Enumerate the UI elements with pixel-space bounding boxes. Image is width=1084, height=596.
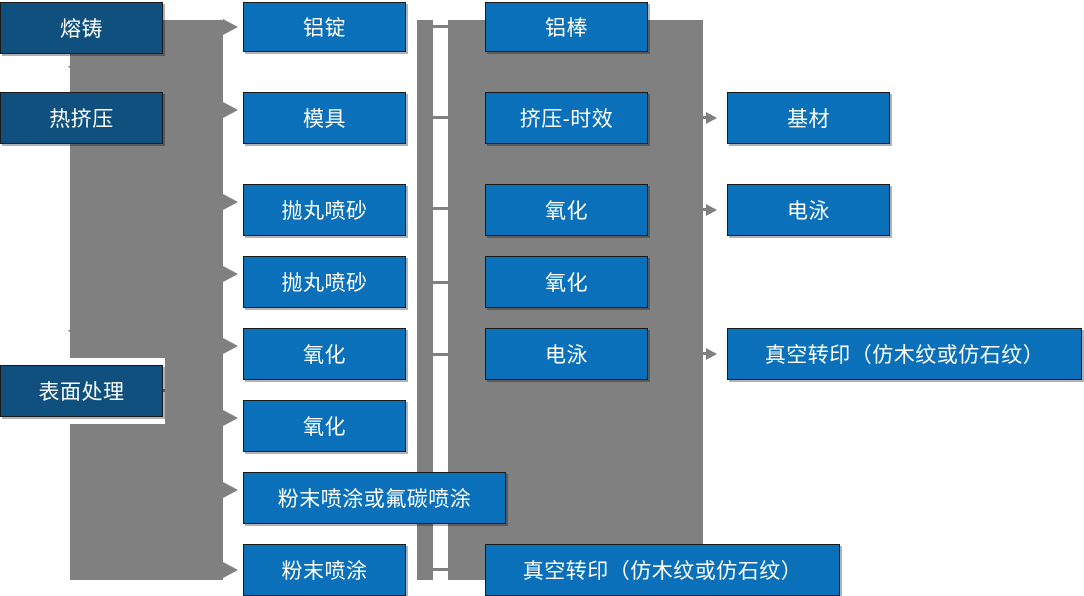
band-left-arrow-1 (223, 19, 238, 35)
band-mid-arrow-substrate (706, 112, 717, 124)
band-left-arrow-2 (223, 102, 238, 118)
process-label-shot-blasting-2: 抛丸喷砂 (281, 272, 368, 295)
process-box-aluminum-bar[interactable]: 铝棒 (485, 2, 648, 52)
surface-stage-stub (163, 389, 191, 392)
down-arrow-melting-to-extrude (68, 66, 86, 77)
result-label-electrophoresis: 电泳 (787, 200, 830, 223)
process-box-oxidation-1[interactable]: 氧化 (243, 328, 406, 380)
process-label-aluminum-ingot: 铝锭 (303, 17, 346, 40)
process-label-mold: 模具 (303, 108, 346, 131)
spine-rung-1 (433, 25, 453, 28)
process-box-mold[interactable]: 模具 (243, 92, 406, 144)
process-label-oxidation-4: 氧化 (545, 272, 588, 295)
stage-label-melting: 熔铸 (60, 18, 103, 41)
band-left-arrow-6 (223, 410, 238, 426)
process-label-powder-or-fluorocarbon-spray: 粉末喷涂或氟碳喷涂 (277, 488, 472, 511)
connector-spine-upper (417, 20, 433, 504)
result-label-vacuum-transfer: 真空转印（仿木纹或仿石纹） (764, 344, 1045, 367)
spine-rung-5 (433, 353, 453, 356)
stage-box-hot-extrusion[interactable]: 热挤压 (0, 92, 163, 144)
process-label-aluminum-bar: 铝棒 (545, 17, 588, 40)
band-mid-stub-substrate (700, 116, 708, 119)
band-mid-arrow-vacuum (706, 348, 717, 360)
spine-rung-4 (433, 281, 453, 284)
process-box-extrusion-aging[interactable]: 挤压-时效 (485, 92, 648, 144)
spine-rung-6 (433, 568, 453, 571)
down-arrow-extrude-to-surface (68, 330, 86, 341)
process-box-vacuum-transfer-1[interactable]: 真空转印（仿木纹或仿石纹） (485, 544, 840, 596)
band-left-arrow-4 (223, 266, 238, 282)
result-box-vacuum-transfer[interactable]: 真空转印（仿木纹或仿石纹） (727, 328, 1082, 380)
band-mid-arrow-electro (706, 204, 717, 216)
process-label-shot-blasting-1: 抛丸喷砂 (281, 200, 368, 223)
process-box-oxidation-2[interactable]: 氧化 (243, 400, 406, 452)
result-box-substrate[interactable]: 基材 (727, 92, 890, 144)
process-label-oxidation-1: 氧化 (303, 344, 346, 367)
stage-label-hot-extrusion: 热挤压 (49, 108, 114, 131)
band-mid-stub-vacuum (700, 352, 708, 355)
process-label-oxidation-3: 氧化 (545, 200, 588, 223)
stage-label-surface-treatment: 表面处理 (38, 381, 125, 404)
process-label-oxidation-2: 氧化 (303, 416, 346, 439)
band-left-arrow-8 (223, 562, 238, 578)
process-label-vacuum-transfer-1: 真空转印（仿木纹或仿石纹） (522, 560, 803, 583)
band-left-arrow-7 (223, 482, 238, 498)
stage-box-melting[interactable]: 熔铸 (0, 2, 163, 54)
process-box-oxidation-4[interactable]: 氧化 (485, 256, 648, 308)
process-box-oxidation-3[interactable]: 氧化 (485, 184, 648, 236)
band-left-arrow-5 (223, 338, 238, 354)
process-label-powder-spray: 粉末喷涂 (281, 560, 368, 583)
band-mid-stub-electro (700, 208, 708, 211)
process-box-powder-spray[interactable]: 粉末喷涂 (243, 544, 406, 596)
process-box-shot-blasting-2[interactable]: 抛丸喷砂 (243, 256, 406, 308)
process-label-electrophoresis-1: 电泳 (545, 344, 588, 367)
result-box-electrophoresis[interactable]: 电泳 (727, 184, 890, 236)
process-label-extrusion-aging: 挤压-时效 (519, 108, 614, 131)
stage-box-surface-treatment[interactable]: 表面处理 (0, 365, 163, 417)
process-box-electrophoresis-1[interactable]: 电泳 (485, 328, 648, 380)
connector-spine-lower (417, 524, 433, 580)
spine-rung-3 (433, 207, 453, 210)
process-box-shot-blasting-1[interactable]: 抛丸喷砂 (243, 184, 406, 236)
result-label-substrate: 基材 (787, 108, 830, 131)
process-box-aluminum-ingot[interactable]: 铝锭 (243, 2, 406, 52)
process-box-powder-or-fluorocarbon-spray[interactable]: 粉末喷涂或氟碳喷涂 (243, 472, 506, 524)
band-left-arrow-3 (223, 194, 238, 210)
spine-rung-2 (433, 116, 453, 119)
